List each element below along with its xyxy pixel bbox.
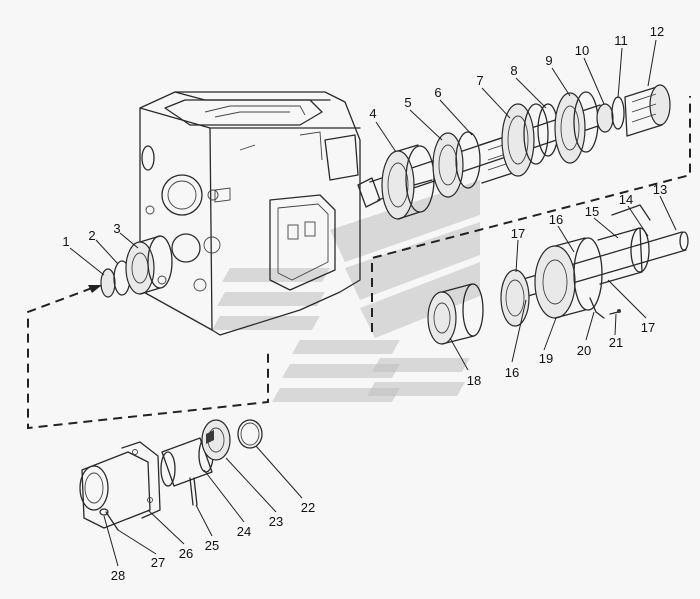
pin-20: [589, 297, 605, 319]
input-assembly: [100, 235, 173, 298]
part-label-23: 23: [269, 514, 283, 529]
sleeve-15: [597, 227, 650, 285]
part-label-2: 2: [88, 228, 95, 243]
part-label-3: 3: [113, 221, 120, 236]
part-label-18: 18: [467, 373, 481, 388]
gearbox-housing: [139, 91, 361, 336]
part-label-21: 21: [609, 335, 623, 350]
part-label-6: 6: [434, 85, 441, 100]
part-label-16-lower: 16: [505, 365, 519, 380]
part-labels: 1 2 3 4 5 6 7 8 9 10 11 12 13 14 15 16 1…: [62, 24, 667, 583]
part-label-1: 1: [62, 234, 69, 249]
assembly-arrow: [88, 285, 102, 293]
output-flange-26: [79, 441, 161, 529]
pin-21: [609, 309, 621, 315]
upper-shaft-assembly: [357, 84, 671, 220]
part-label-7: 7: [476, 73, 483, 88]
assembly-paths: [27, 96, 691, 430]
gear-7: [501, 103, 549, 177]
part-label-4: 4: [369, 106, 376, 121]
gear-9: [554, 91, 599, 164]
gear-4: [381, 144, 435, 220]
gear-18: [427, 283, 484, 345]
part-label-10: 10: [575, 43, 589, 58]
ring-10: [596, 103, 614, 133]
gear-5: [432, 131, 481, 198]
part-label-28: 28: [111, 568, 125, 583]
part-label-26: 26: [179, 546, 193, 561]
watermark-logo: [212, 180, 480, 402]
part-label-20: 20: [577, 343, 591, 358]
part-label-22: 22: [301, 500, 315, 515]
part-label-11: 11: [614, 33, 628, 48]
lower-shaft-assembly: [427, 204, 689, 345]
part-label-9: 9: [545, 53, 552, 68]
ring-17a: [500, 269, 530, 327]
ring-11: [611, 96, 625, 130]
part-label-24: 24: [237, 524, 251, 539]
part-label-13: 13: [653, 182, 667, 197]
part-label-15: 15: [585, 204, 599, 219]
snap-ring-22: [237, 419, 263, 449]
hub-19: [534, 237, 603, 319]
leader-lines: [69, 39, 677, 567]
bolt-27: [105, 511, 119, 531]
part-label-5: 5: [404, 95, 411, 110]
part-label-27: 27: [151, 555, 165, 570]
part-label-8: 8: [510, 63, 517, 78]
part-label-17-lower: 17: [641, 320, 655, 335]
bolt-28: [99, 508, 109, 516]
part-label-19: 19: [539, 351, 553, 366]
bearing-12: [624, 84, 671, 137]
part-label-25: 25: [205, 538, 219, 553]
pin-25: [189, 477, 198, 506]
part-label-17-upper: 17: [511, 226, 525, 241]
fork-14: [611, 204, 651, 221]
part-label-12: 12: [650, 24, 664, 39]
ring-23: [201, 419, 231, 461]
part-label-16-upper: 16: [549, 212, 563, 227]
part-label-14: 14: [619, 192, 633, 207]
